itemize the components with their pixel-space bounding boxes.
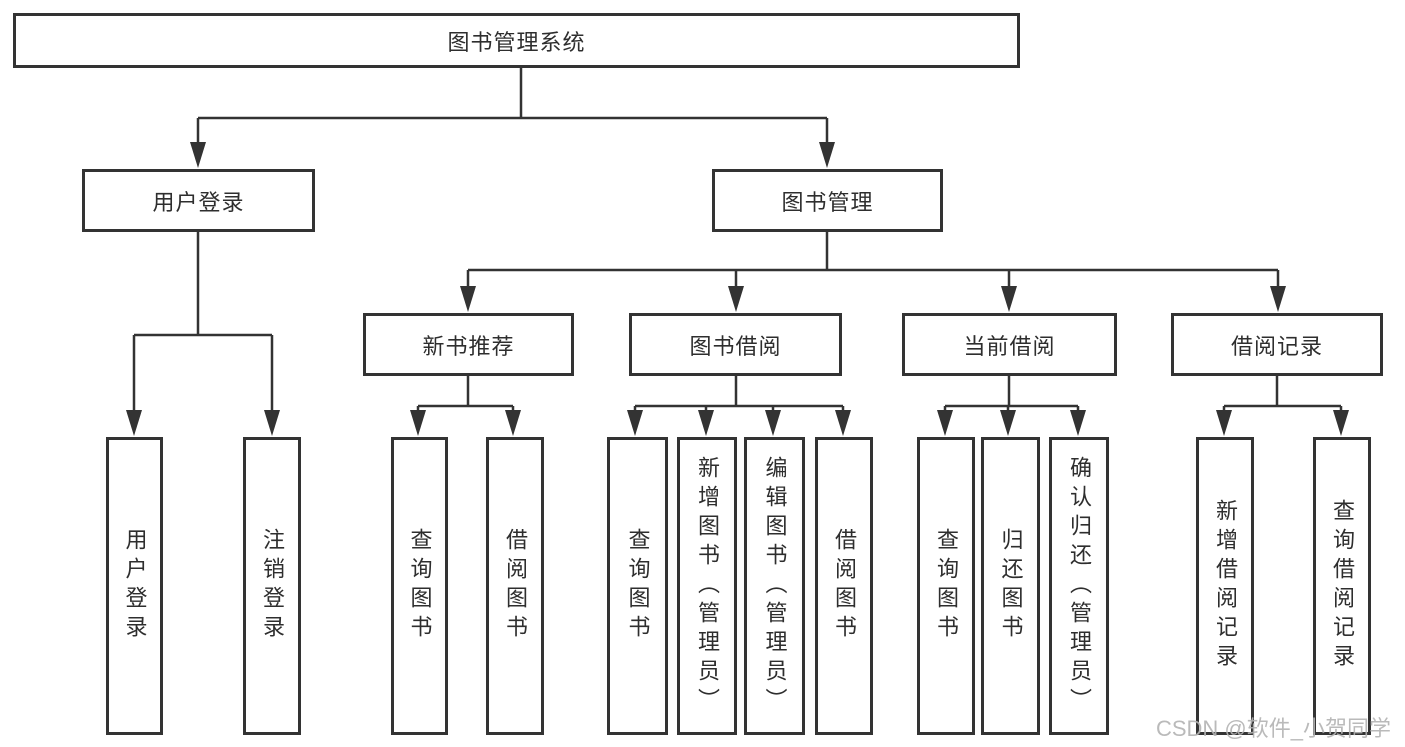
node-borrowing-records: 借阅记录 [1171,313,1383,376]
leaf-return-book: 归还图书 [981,437,1040,735]
leaf-add-book-admin: 新增图书（管理员） [677,437,737,735]
node-label: 查询图书 [407,528,433,644]
node-label: 确认归还（管理员） [1067,455,1092,717]
leaf-borrow-book-borrowing: 借阅图书 [815,437,873,735]
node-label: 借阅图书 [503,528,528,644]
node-root: 图书管理系统 [13,13,1020,68]
node-label: 用户登录 [122,528,148,644]
node-label: 当前借阅 [963,333,1056,359]
leaf-add-borrow-record: 新增借阅记录 [1196,437,1254,735]
leaf-borrow-book-recommend: 借阅图书 [486,437,544,735]
node-label: 新增图书（管理员） [695,455,720,717]
node-label: 查询图书 [934,528,959,644]
watermark-text: CSDN @软件_小贺同学 [1155,716,1391,741]
node-book-borrowing: 图书借阅 [629,313,842,376]
leaf-query-borrow-record: 查询借阅记录 [1313,437,1371,735]
leaf-logout: 注销登录 [243,437,301,735]
node-label: 图书借阅 [689,333,782,359]
node-label: 用户登录 [152,189,245,215]
leaf-user-login: 用户登录 [106,437,163,735]
leaf-edit-book-admin: 编辑图书（管理员） [744,437,805,735]
node-label: 查询借阅记录 [1330,499,1355,673]
node-label: 借阅记录 [1230,333,1323,359]
node-label: 编辑图书（管理员） [762,455,788,717]
node-label: 注销登录 [260,528,285,644]
node-label: 归还图书 [998,528,1024,644]
leaf-confirm-return-admin: 确认归还（管理员） [1049,437,1109,735]
node-new-book-recommend: 新书推荐 [363,313,574,376]
node-user-login: 用户登录 [82,169,315,232]
node-label: 新书推荐 [422,333,515,359]
node-label: 图书管理系统 [447,29,586,55]
node-label: 查询图书 [625,528,651,644]
leaf-query-book-recommend: 查询图书 [391,437,448,735]
node-label: 图书管理 [781,189,874,215]
leaf-query-book-current: 查询图书 [917,437,975,735]
node-label: 借阅图书 [832,528,857,644]
node-label: 新增借阅记录 [1213,499,1238,673]
node-current-borrowing: 当前借阅 [902,313,1117,376]
leaf-query-book-borrowing: 查询图书 [607,437,668,735]
node-book-management: 图书管理 [712,169,943,232]
